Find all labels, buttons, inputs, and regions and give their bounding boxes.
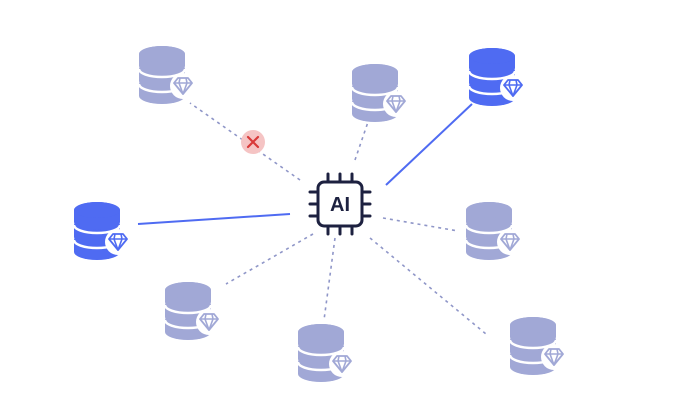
- database-nodes: [72, 46, 567, 382]
- link-top-left: [189, 102, 301, 181]
- gem-icon: [329, 351, 355, 377]
- gem-icon: [500, 75, 526, 101]
- database-node-top-center: [350, 64, 409, 122]
- hub-label: AI: [330, 194, 350, 216]
- database-node-lower-left: [163, 282, 222, 340]
- connections: [137, 102, 487, 335]
- database-node-mid-right: [464, 202, 523, 260]
- database-node-top-left: [137, 46, 196, 104]
- link-lower-left: [225, 233, 314, 285]
- gem-icon: [105, 229, 131, 255]
- gem-icon: [541, 344, 567, 370]
- link-mid-left: [137, 213, 291, 225]
- link-mid-right: [382, 217, 459, 232]
- gem-icon: [170, 73, 196, 99]
- database-node-top-right: [467, 48, 526, 106]
- gem-icon: [383, 91, 409, 117]
- link-top-center: [354, 121, 369, 161]
- database-node-bottom-right: [508, 317, 567, 375]
- link-top-right: [385, 103, 473, 186]
- blocked-marker-icon: [241, 130, 265, 154]
- database-node-mid-left: [72, 202, 131, 260]
- chip-pins: [308, 172, 372, 236]
- gem-icon: [497, 229, 523, 255]
- database-node-bottom-center: [296, 324, 355, 382]
- link-bottom-center: [323, 237, 336, 321]
- ai-chip-hub: AI: [308, 172, 372, 236]
- gem-icon: [196, 309, 222, 335]
